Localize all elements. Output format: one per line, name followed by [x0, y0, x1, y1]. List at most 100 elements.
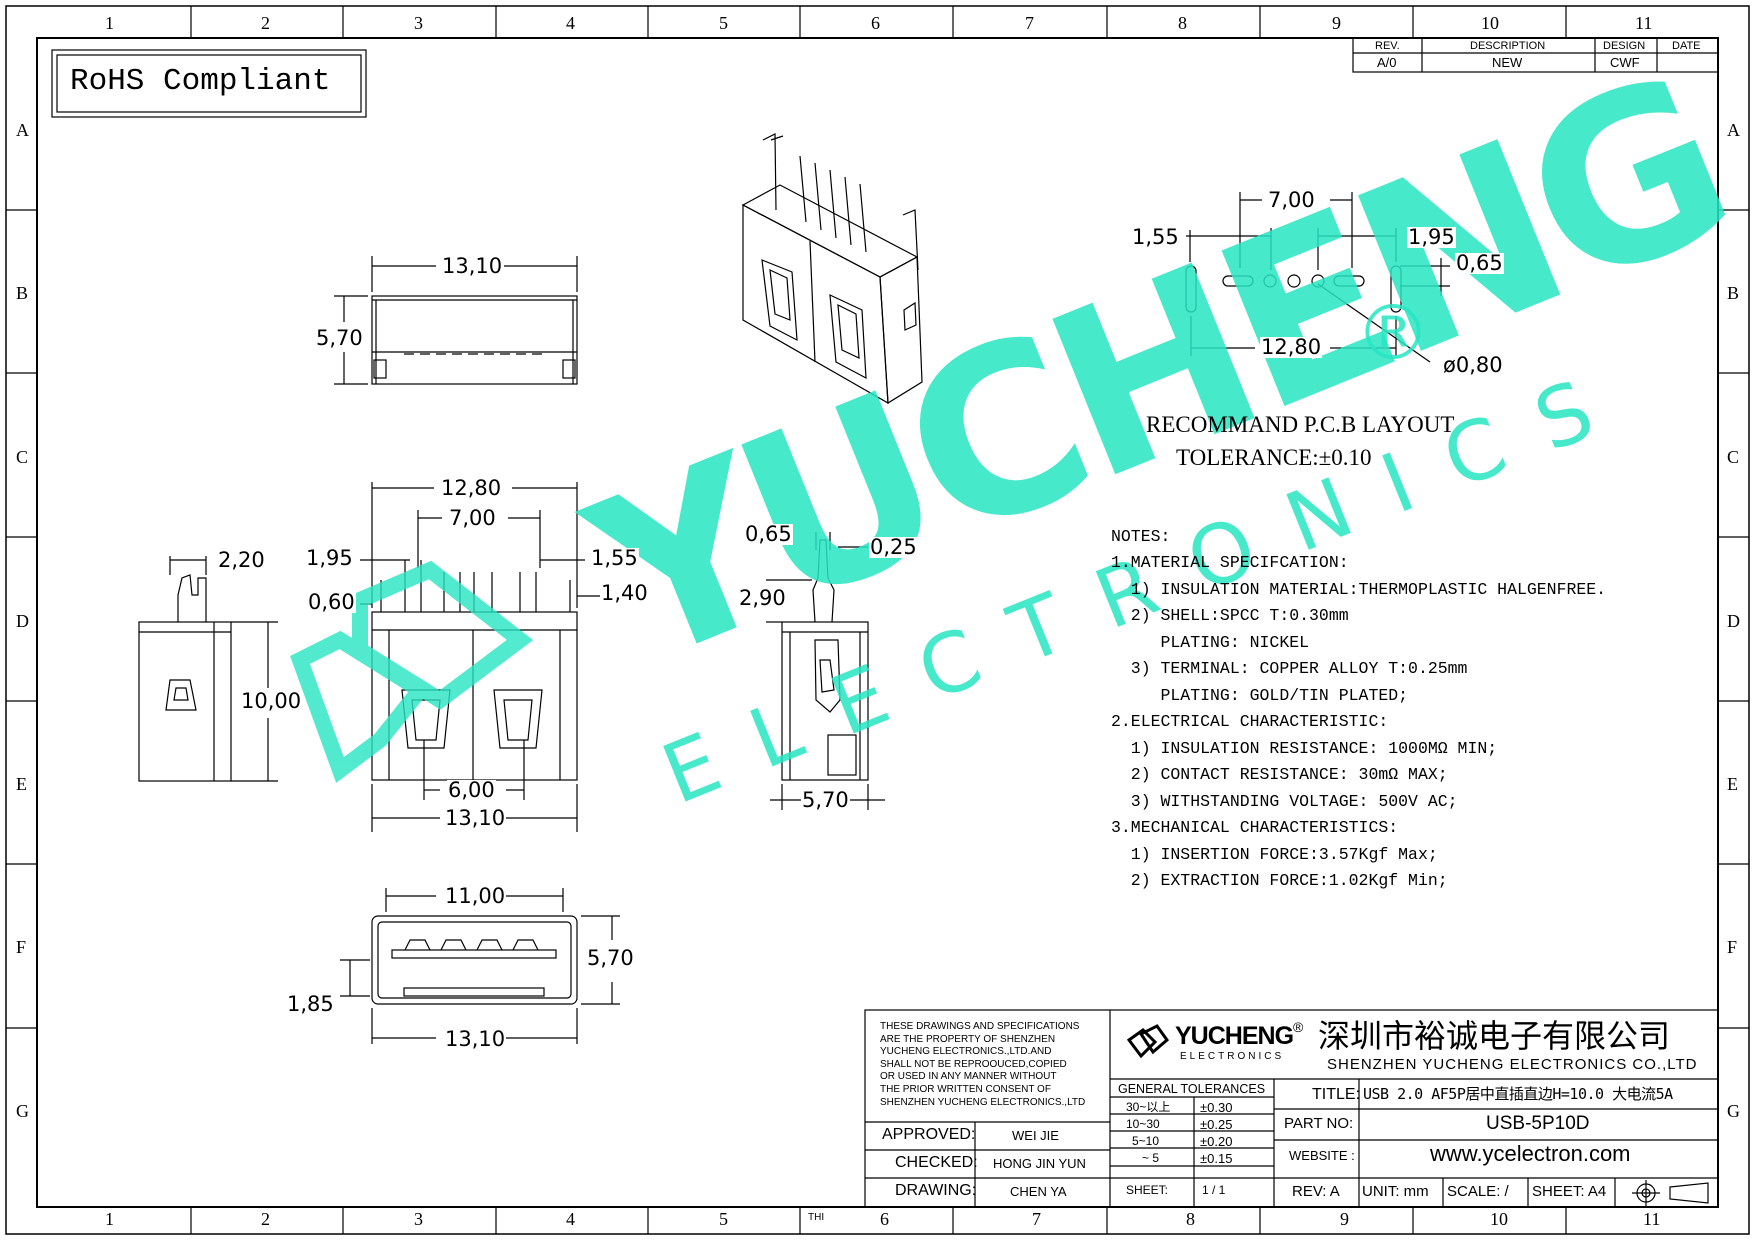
zone-col-11: 11 [1643, 1209, 1661, 1229]
dim-bottom-height: 5,70 [586, 946, 635, 970]
zone-row-a: A [1727, 120, 1740, 140]
dim-pcb-span: 12,80 [1260, 335, 1323, 359]
dim-front-inner: 6,00 [447, 778, 496, 802]
disclaimer-line: SHENZHEN YUCHENG ELECTRONICS.,LTD [880, 1096, 1086, 1108]
zone-col-4: 4 [566, 1209, 575, 1229]
zone-col-4: 4 [566, 13, 575, 33]
dim-pcb-hole: ø0,80 [1442, 353, 1504, 377]
zone-col-6: 6 [880, 1209, 889, 1229]
zone-col-6: 6 [871, 13, 880, 33]
sheet-value: 1 / 1 [1202, 1183, 1226, 1197]
disclaimer-line: THESE DRAWINGS AND SPECIFICATIONS [880, 1021, 1080, 1032]
note-line: 1) INSULATION MATERIAL:THERMOPLASTIC HAL… [1111, 579, 1607, 599]
note-line: 3) TERMINAL: COPPER ALLOY T:0.25mm [1111, 659, 1468, 678]
tolerance-value: ±0.25 [1200, 1117, 1233, 1132]
thi-label: THI [808, 1212, 825, 1223]
note-line: PLATING: GOLD/TIN PLATED; [1111, 685, 1409, 705]
dim-right-height: 2,90 [738, 586, 787, 610]
dim-right-width: 5,70 [801, 788, 850, 812]
checked-label: CHECKED: [895, 1154, 978, 1171]
dim-front-pitch: 7,00 [448, 506, 497, 530]
dim-front-width: 13,10 [444, 806, 507, 830]
dim-bottom-inner: 11,00 [444, 884, 507, 908]
dim-top-height: 5,70 [315, 326, 364, 350]
dim-front-overall: 12,80 [440, 476, 503, 500]
note-line: PLATING: NICKEL [1111, 632, 1310, 652]
tolerance-value: ±0.15 [1200, 1151, 1233, 1166]
notes-block: NOTES: 1.MATERIAL SPECIFCATION: 1) INSUL… [1111, 527, 1606, 898]
dim-pcb-right: 1,95 [1407, 225, 1456, 249]
tolerance-range: ~ 5 [1142, 1151, 1160, 1165]
rev-value: A/0 [1377, 55, 1397, 70]
zone-row-b: B [16, 283, 29, 303]
zone-col-9: 9 [1340, 1209, 1349, 1229]
zone-row-g: G [16, 1101, 29, 1121]
logo-text: YUCHENG [1175, 1022, 1294, 1050]
sheet-size: SHEET: A4 [1532, 1183, 1607, 1200]
zone-col-10: 10 [1490, 1209, 1508, 1229]
tolerance-range: 5~10 [1132, 1134, 1160, 1148]
zone-col-8: 8 [1178, 13, 1187, 33]
rev-header: REV. [1375, 40, 1400, 52]
logo-subtext: ELECTRONICS [1180, 1051, 1285, 1062]
approved-label: APPROVED: [882, 1126, 976, 1143]
drawing-value: CHEN YA [1010, 1184, 1067, 1199]
dim-pcb-pitch: 7,00 [1267, 188, 1316, 212]
notes-title: NOTES: [1111, 527, 1171, 546]
zone-col-7: 7 [1032, 1209, 1041, 1229]
zone-col-1: 1 [105, 1209, 114, 1229]
zone-col-2: 2 [261, 13, 270, 33]
title-label: TITLE: [1312, 1086, 1361, 1103]
unit-info: UNIT: mm [1362, 1183, 1429, 1200]
zone-row-c: C [1727, 447, 1740, 467]
disclaimer-line: YUCHENG ELECTRONICS.,LTD.AND [880, 1046, 1052, 1058]
product-title: USB 2.0 AF5P居中直插直边H=10.0 大电流5A [1363, 1085, 1673, 1103]
zone-col-8: 8 [1186, 1209, 1195, 1229]
zone-row-f: F [1727, 937, 1738, 957]
zone-col-2: 2 [261, 1209, 270, 1229]
disclaimer: THESE DRAWINGS AND SPECIFICATIONS ARE TH… [880, 1021, 1085, 1109]
zone-col-3: 3 [414, 1209, 423, 1229]
dim-front-left: 1,95 [305, 546, 354, 570]
note-line: 3) WITHSTANDING VOLTAGE: 500V AC; [1111, 791, 1458, 811]
logo-registered-mark: ® [1293, 1019, 1304, 1035]
zone-col-5: 5 [719, 1209, 728, 1229]
note-line: 1) INSULATION RESISTANCE: 1000MΩ MIN; [1111, 738, 1498, 758]
part-no-label: PART NO: [1284, 1115, 1354, 1132]
website-value: www.ycelectron.com [1430, 1141, 1631, 1166]
note-line: 1) INSERTION FORCE:3.57Kgf Max; [1111, 844, 1438, 864]
zone-row-b: B [1727, 283, 1740, 303]
zone-row-e: E [1727, 774, 1738, 794]
zone-col-11: 11 [1635, 13, 1653, 33]
tolerance-value: ±0.20 [1200, 1134, 1233, 1149]
dim-front-right-tab: 1,40 [600, 581, 649, 605]
dim-bottom-width: 13,10 [444, 1027, 507, 1051]
tolerances-title: GENERAL TOLERANCES [1118, 1082, 1266, 1096]
registered-mark: ® [1355, 288, 1431, 377]
dim-pcb-slot: 0,65 [1455, 251, 1504, 275]
design-header: DESIGN [1603, 40, 1646, 52]
zone-col-1: 1 [105, 13, 114, 33]
dim-front-tab: 0,60 [307, 590, 356, 614]
pcb-caption: RECOMMAND P.C.B LAYOUT [1146, 412, 1455, 437]
note-line: 1.MATERIAL SPECIFCATION: [1111, 553, 1349, 572]
disclaimer-line: ARE THE PROPERTY OF SHENZHEN [880, 1033, 1056, 1045]
dim-right-thickness: 0,25 [869, 535, 918, 559]
zone-row-c: C [16, 447, 29, 467]
note-line: 2.ELECTRICAL CHARACTERISTIC: [1111, 712, 1389, 731]
zone-row-g: G [1727, 1101, 1740, 1121]
note-line: 2) EXTRACTION FORCE:1.02Kgf Min; [1111, 871, 1448, 890]
note-line: 3.MECHANICAL CHARACTERISTICS: [1111, 818, 1399, 837]
disclaimer-line: OR USED IN ANY MANNER WITHOUT [880, 1071, 1057, 1083]
dim-side-tab: 2,20 [217, 548, 266, 572]
zone-row-d: D [16, 611, 29, 631]
part-no-value: USB-5P10D [1486, 1113, 1590, 1134]
zone-col-10: 10 [1481, 13, 1499, 33]
dim-bottom-offset: 1,85 [286, 992, 335, 1016]
disclaimer-line: SHALL NOT BE REPROOUCED,COPIED [880, 1058, 1067, 1070]
zone-row-f: F [16, 937, 27, 957]
description-value: NEW [1492, 55, 1523, 70]
company-name-cn: 深圳市裕诚电子有限公司 [1318, 1017, 1671, 1055]
